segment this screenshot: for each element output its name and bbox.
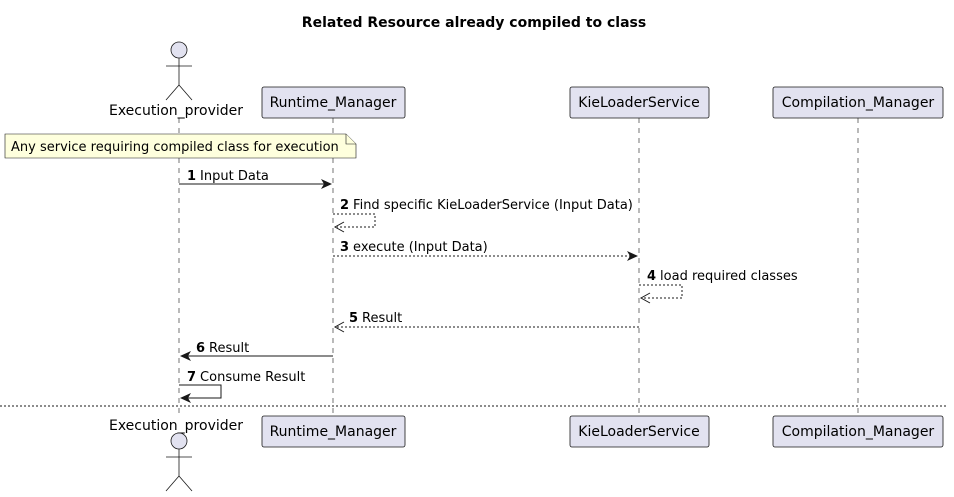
participant-label: Execution_provider (109, 103, 243, 119)
arrowhead-icon (333, 221, 345, 233)
message-1: 1 Input Data (179, 169, 332, 189)
participant-runtime-manager-top: Runtime_Manager (261, 86, 406, 119)
participant-label: Compilation_Manager (782, 424, 935, 440)
message-number: 2 (340, 198, 349, 213)
message-number: 4 (647, 269, 656, 284)
message-number: 5 (349, 311, 358, 326)
message-label: load required classes (660, 269, 798, 284)
participant-compilation-manager-top: Compilation_Manager (772, 86, 944, 119)
message-number: 7 (187, 370, 196, 385)
arrowhead-icon (180, 351, 191, 361)
message-label: Result (209, 341, 249, 356)
actor-head-icon (170, 41, 188, 59)
message-label: Result (362, 311, 402, 326)
note: Any service requiring compiled class for… (4, 133, 357, 159)
message-2: 2 Find specific KieLoaderService (Input D… (333, 198, 633, 233)
participant-runtime-manager-bottom: Runtime_Manager (261, 415, 406, 448)
participant-label: Runtime_Manager (270, 424, 397, 440)
message-7: 7 Consume Result (179, 370, 305, 403)
participant-label: Execution_provider (109, 418, 243, 434)
participant-label: Compilation_Manager (782, 95, 935, 111)
arrowhead-icon (321, 179, 332, 189)
note-text: Any service requiring compiled class for… (11, 140, 339, 155)
message-6: 6 Result (180, 341, 333, 361)
actor-execution-provider-bottom: Execution_provider (109, 418, 243, 492)
arrowhead-icon (333, 321, 345, 333)
participant-label: KieLoaderService (578, 95, 699, 111)
arrowhead-icon (639, 292, 651, 304)
participant-kieloaderservice-top: KieLoaderService (569, 86, 710, 119)
actor-head-icon (170, 432, 188, 450)
participant-compilation-manager-bottom: Compilation_Manager (772, 415, 944, 448)
arrowhead-icon (627, 251, 638, 261)
message-label: execute (Input Data) (353, 240, 488, 255)
arrowhead-icon (180, 393, 191, 403)
message-number: 1 (187, 169, 196, 184)
message-3: 3 execute (Input Data) (333, 240, 638, 261)
message-4: 4 load required classes (639, 269, 798, 304)
message-5: 5 Result (333, 311, 639, 333)
participant-kieloaderservice-bottom: KieLoaderService (569, 415, 710, 448)
message-number: 3 (340, 240, 349, 255)
participant-label: Runtime_Manager (270, 95, 397, 111)
message-label: Consume Result (200, 370, 305, 385)
message-number: 6 (196, 341, 205, 356)
actor-execution-provider-top: Execution_provider (109, 41, 243, 119)
message-label: Input Data (200, 169, 269, 184)
participant-label: KieLoaderService (578, 424, 699, 440)
message-label: Find specific KieLoaderService (Input Da… (353, 198, 633, 213)
diagram-title: Related Resource already compiled to cla… (302, 15, 646, 31)
